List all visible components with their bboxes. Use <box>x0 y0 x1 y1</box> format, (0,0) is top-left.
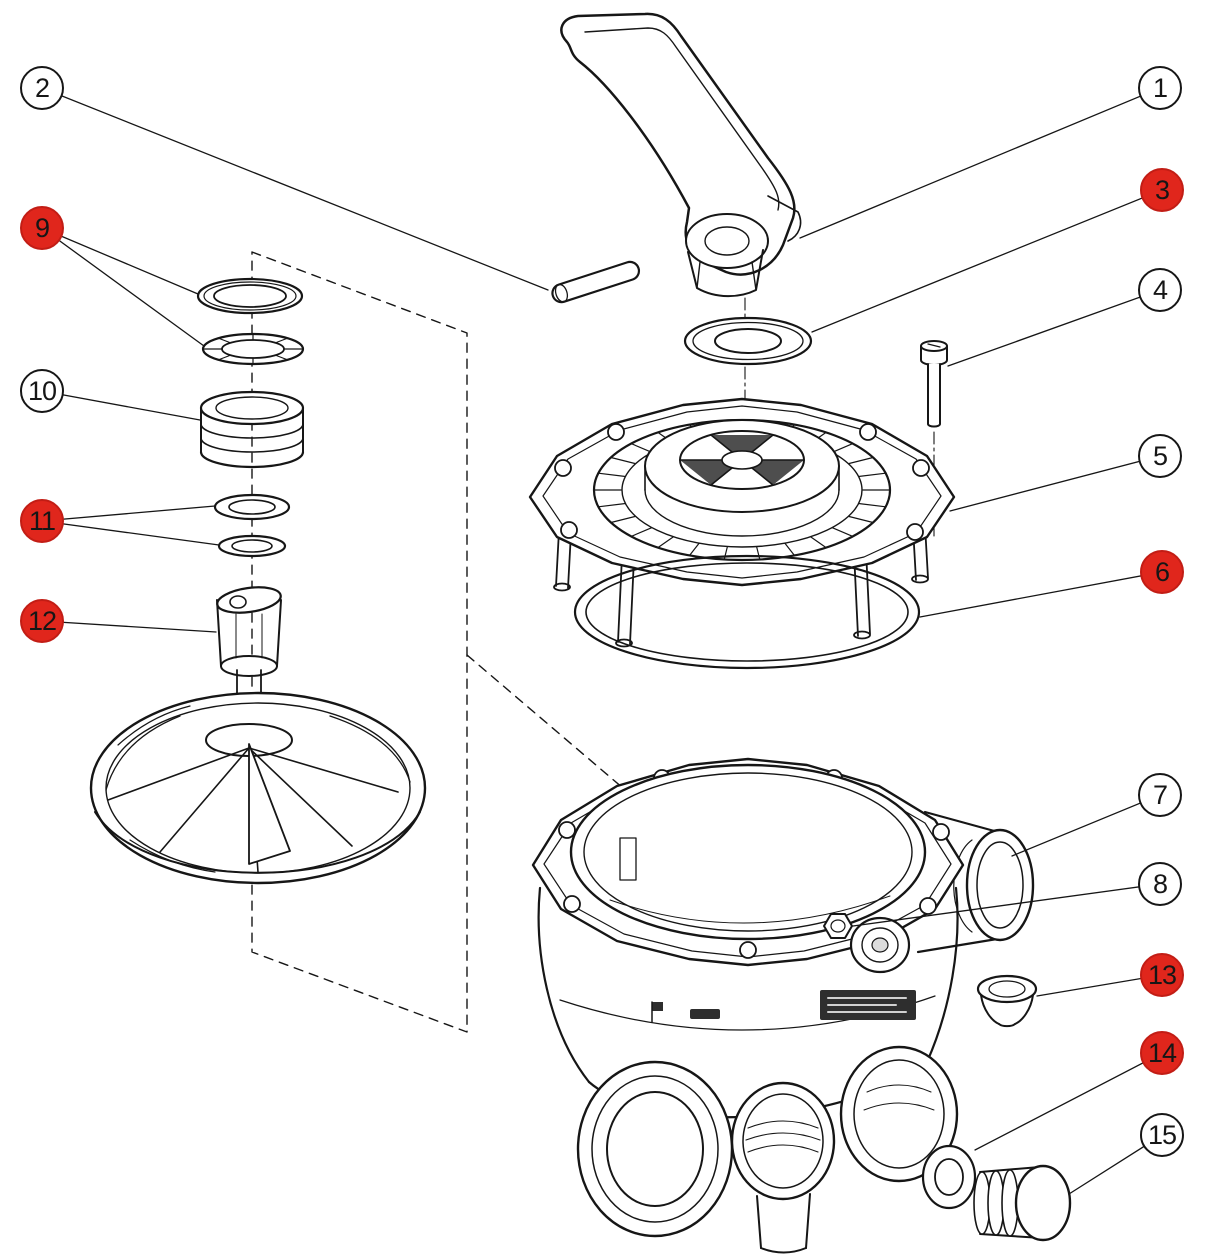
part-callout-12: 12 <box>20 599 64 643</box>
part-callout-3: 3 <box>1140 168 1184 212</box>
part-callout-5: 5 <box>1138 434 1182 478</box>
leader-lines <box>41 87 1163 1195</box>
leader-line-11 <box>41 505 216 522</box>
leader-line-4 <box>947 289 1161 367</box>
top-cover-part <box>528 397 956 648</box>
leader-line-14 <box>974 1052 1163 1151</box>
cover-screw-part <box>920 340 948 428</box>
part-callout-15: 15 <box>1140 1113 1184 1157</box>
handle-pin-part <box>551 260 641 304</box>
right-port <box>839 1045 959 1183</box>
sight-glass-plug-part <box>976 974 1038 1028</box>
leader-line-2 <box>41 87 549 291</box>
part-callout-1: 1 <box>1138 66 1182 110</box>
spacer-washer-upper <box>196 277 304 315</box>
leader-line-9 <box>41 227 199 295</box>
gland-stack-part <box>199 390 305 469</box>
part-callout-2: 2 <box>20 66 64 110</box>
leader-line-5 <box>949 455 1161 512</box>
handle-part <box>560 12 802 298</box>
part-callout-7: 7 <box>1138 773 1182 817</box>
leader-line-8 <box>852 883 1161 927</box>
rotor-part <box>216 586 282 738</box>
leader-line-1 <box>799 87 1161 239</box>
body-markings <box>651 1001 720 1023</box>
part-callout-9: 9 <box>20 206 64 250</box>
leader-line-6 <box>919 571 1163 618</box>
leader-line-3 <box>811 189 1163 333</box>
drain-washer-part <box>921 1144 977 1210</box>
part-callout-6: 6 <box>1140 550 1184 594</box>
part-callout-4: 4 <box>1138 268 1182 312</box>
side-port <box>916 810 1035 954</box>
left-port <box>576 1060 734 1238</box>
part-callout-11: 11 <box>20 499 64 543</box>
leader-line-7 <box>1011 794 1161 857</box>
part-callout-10: 10 <box>20 369 64 413</box>
cover-oring-part <box>573 554 921 670</box>
leader-line-9 <box>41 227 205 347</box>
small-washer-lower <box>217 534 287 558</box>
leader-line-10 <box>41 390 201 421</box>
small-washer-upper <box>213 493 291 521</box>
leader-line-11 <box>41 520 220 546</box>
handle-washer-part <box>683 316 813 366</box>
drain-plug-part <box>973 1164 1072 1242</box>
label-plate <box>820 990 916 1020</box>
part-callout-13: 13 <box>1140 953 1184 997</box>
center-port <box>730 1081 836 1254</box>
leader-line-12 <box>41 620 217 633</box>
valve-body-part <box>531 757 965 1119</box>
body-nut-part <box>823 913 853 939</box>
diaphragm-part <box>89 691 427 885</box>
part-callout-14: 14 <box>1140 1031 1184 1075</box>
sight-glass-boss <box>849 916 911 974</box>
part-callout-8: 8 <box>1138 862 1182 906</box>
spacer-washer-lower <box>201 332 305 366</box>
